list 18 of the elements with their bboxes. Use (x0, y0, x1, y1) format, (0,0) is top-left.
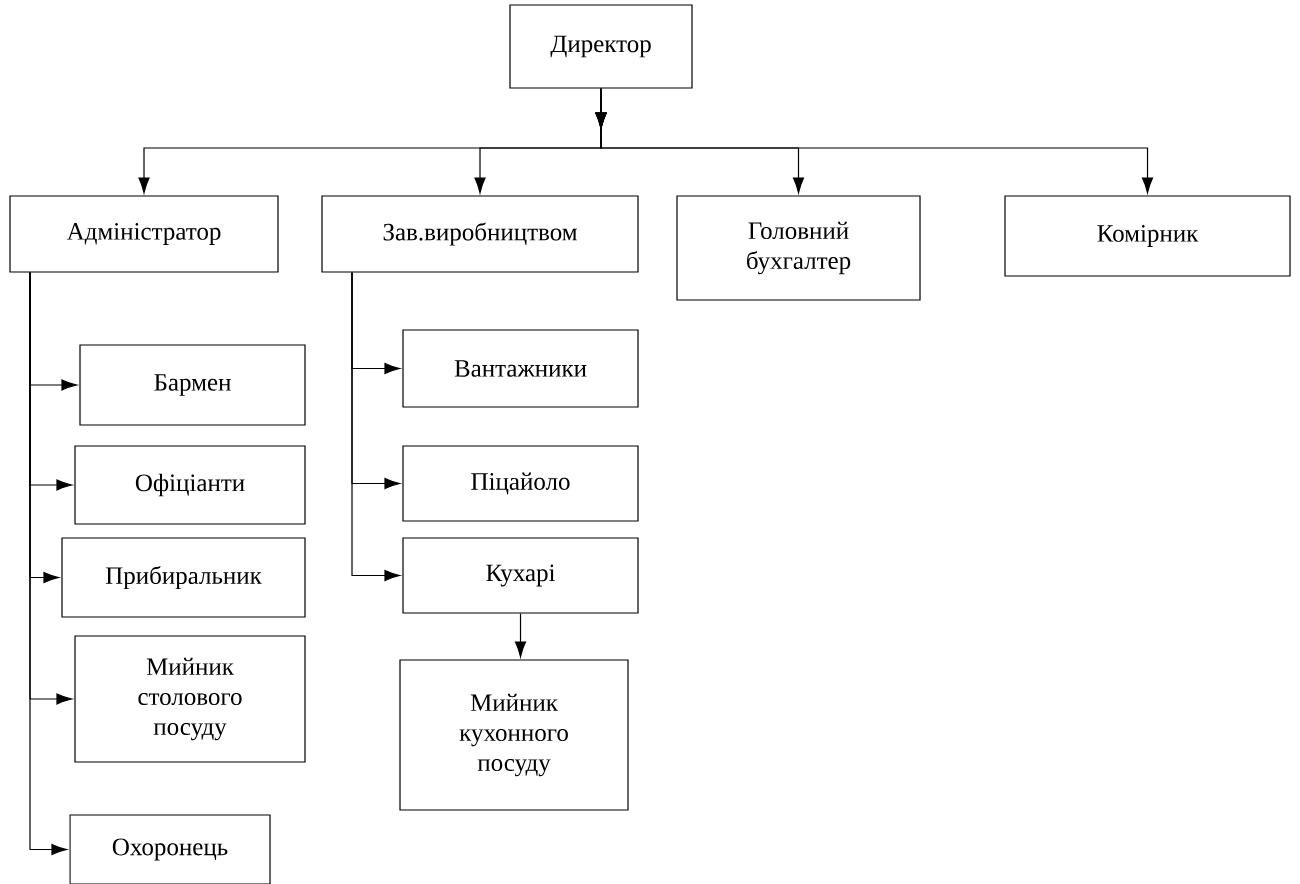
arrow (595, 88, 1154, 194)
org-box: Комірник (1004, 195, 1291, 277)
arrow (514, 613, 527, 658)
org-box: Зав.виробництвом (321, 195, 639, 273)
org-box: Прибиральник (61, 537, 306, 618)
org-box: Адміністратор (9, 195, 279, 273)
org-box: Головний бухгалтер (676, 195, 921, 301)
org-box: Охоронець (69, 814, 271, 884)
org-box: Мийник кухонного посуду (399, 659, 629, 811)
org-box: Піцайоло (402, 445, 639, 522)
org-box: Бармен (79, 344, 306, 426)
org-box: Кухарі (402, 537, 639, 614)
arrow (29, 272, 68, 856)
arrow (351, 272, 401, 582)
org-box: Директор (509, 4, 693, 89)
org-box: Вантажники (402, 329, 639, 408)
org-box: Офіціанти (74, 445, 306, 525)
org-box: Мийник столового посуду (74, 635, 306, 763)
